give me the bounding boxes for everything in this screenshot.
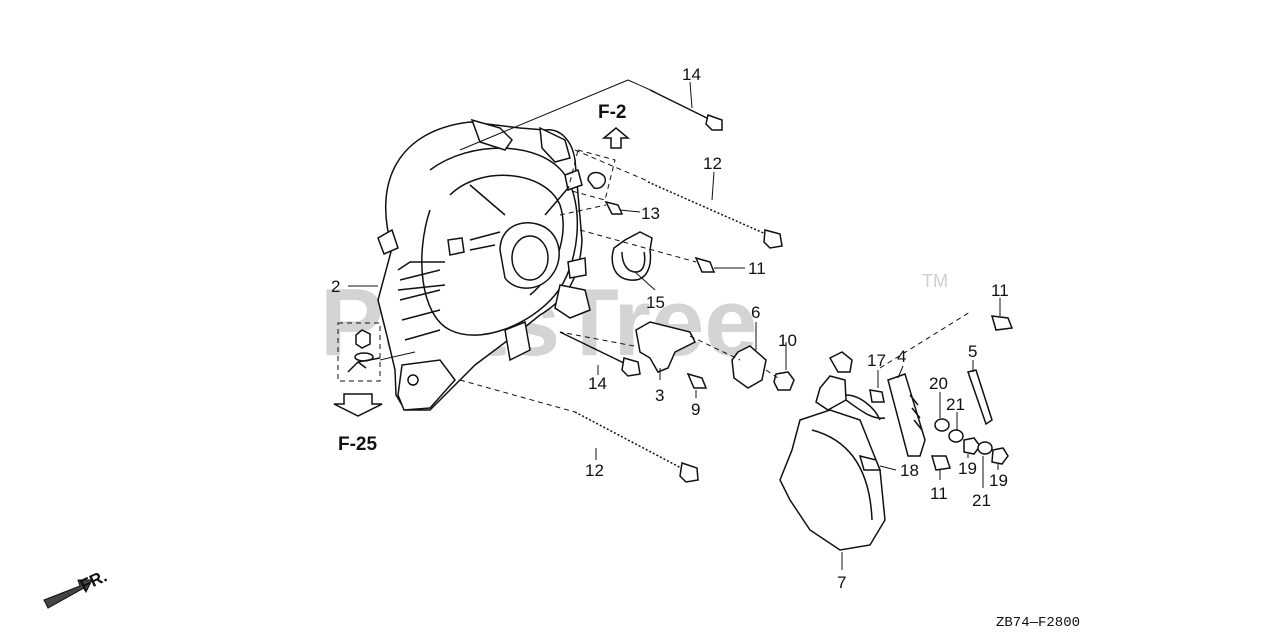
- nut-19-b[interactable]: [991, 447, 1009, 465]
- callout-12-bottom[interactable]: 12: [585, 461, 604, 480]
- callout-7[interactable]: 7: [837, 573, 846, 592]
- nut-icon[interactable]: [355, 329, 371, 349]
- callout-21-b[interactable]: 21: [972, 491, 991, 510]
- callout-18[interactable]: 18: [900, 461, 919, 480]
- callout-19-a[interactable]: 19: [958, 459, 977, 478]
- callout-20[interactable]: 20: [929, 374, 948, 393]
- screw-9[interactable]: [686, 372, 708, 389]
- screw-11-mid[interactable]: [694, 256, 716, 273]
- callout-9[interactable]: 9: [691, 400, 700, 419]
- callout-4[interactable]: 4: [897, 347, 906, 366]
- callout-11-right[interactable]: 11: [991, 281, 1009, 300]
- washer-21-a[interactable]: [948, 429, 964, 443]
- generator-housing-part[interactable]: [377, 118, 591, 411]
- bolt-14-top[interactable]: [649, 89, 723, 131]
- cover-7[interactable]: [779, 351, 886, 551]
- washer-21-b[interactable]: [977, 441, 993, 455]
- leader-lines: [348, 79, 1001, 570]
- callout-6[interactable]: 6: [751, 303, 760, 322]
- callout-3[interactable]: 3: [655, 386, 664, 405]
- callout-2[interactable]: 2: [331, 277, 340, 296]
- callout-17[interactable]: 17: [867, 351, 886, 370]
- callout-12-top[interactable]: 12: [703, 154, 722, 173]
- diagram-code: ZB74—F2800: [996, 615, 1080, 631]
- callout-21-a[interactable]: 21: [946, 395, 965, 414]
- arrow-down-f25-icon: [333, 393, 383, 417]
- small-plate-icon[interactable]: [587, 171, 606, 190]
- callout-19-b[interactable]: 19: [989, 471, 1008, 490]
- nut-10[interactable]: [773, 371, 795, 391]
- front-label: FR.: [77, 566, 110, 595]
- clamp-15[interactable]: [611, 231, 653, 281]
- washer-20[interactable]: [934, 418, 950, 432]
- bolt-12-bottom[interactable]: [574, 411, 699, 483]
- clip-icon: [347, 357, 381, 373]
- trademark: TM: [922, 271, 948, 291]
- bracket-3[interactable]: [635, 321, 697, 373]
- screw-11-right[interactable]: [990, 315, 1014, 331]
- nut-19-a[interactable]: [963, 437, 981, 455]
- callout-5[interactable]: 5: [968, 342, 977, 361]
- callout-13[interactable]: 13: [641, 204, 660, 223]
- callout-11-mid[interactable]: 11: [748, 259, 766, 278]
- arrow-up-f2-icon: [601, 127, 631, 149]
- bolt-14-mid[interactable]: [559, 331, 641, 377]
- bolt-12-top[interactable]: [647, 181, 783, 249]
- ref-f2[interactable]: F-2: [598, 102, 627, 123]
- screw-13[interactable]: [604, 200, 624, 215]
- nut-washer-box: [337, 322, 381, 382]
- callout-11-low[interactable]: 11: [930, 484, 948, 503]
- ref-f25[interactable]: F-25: [338, 434, 378, 455]
- callout-14-mid[interactable]: 14: [588, 374, 607, 393]
- front-arrow-icon: [43, 579, 93, 609]
- strip-5[interactable]: [967, 369, 993, 426]
- screw-17[interactable]: [869, 389, 885, 403]
- callout-10[interactable]: 10: [778, 331, 797, 350]
- callout-15[interactable]: 15: [646, 293, 665, 312]
- bar-4-teeth: [909, 394, 923, 431]
- screw-18[interactable]: [858, 454, 882, 471]
- bar-4[interactable]: [887, 373, 926, 457]
- callout-14-top[interactable]: 14: [682, 65, 701, 84]
- switch-6[interactable]: [731, 345, 767, 389]
- screw-11-low[interactable]: [931, 455, 951, 471]
